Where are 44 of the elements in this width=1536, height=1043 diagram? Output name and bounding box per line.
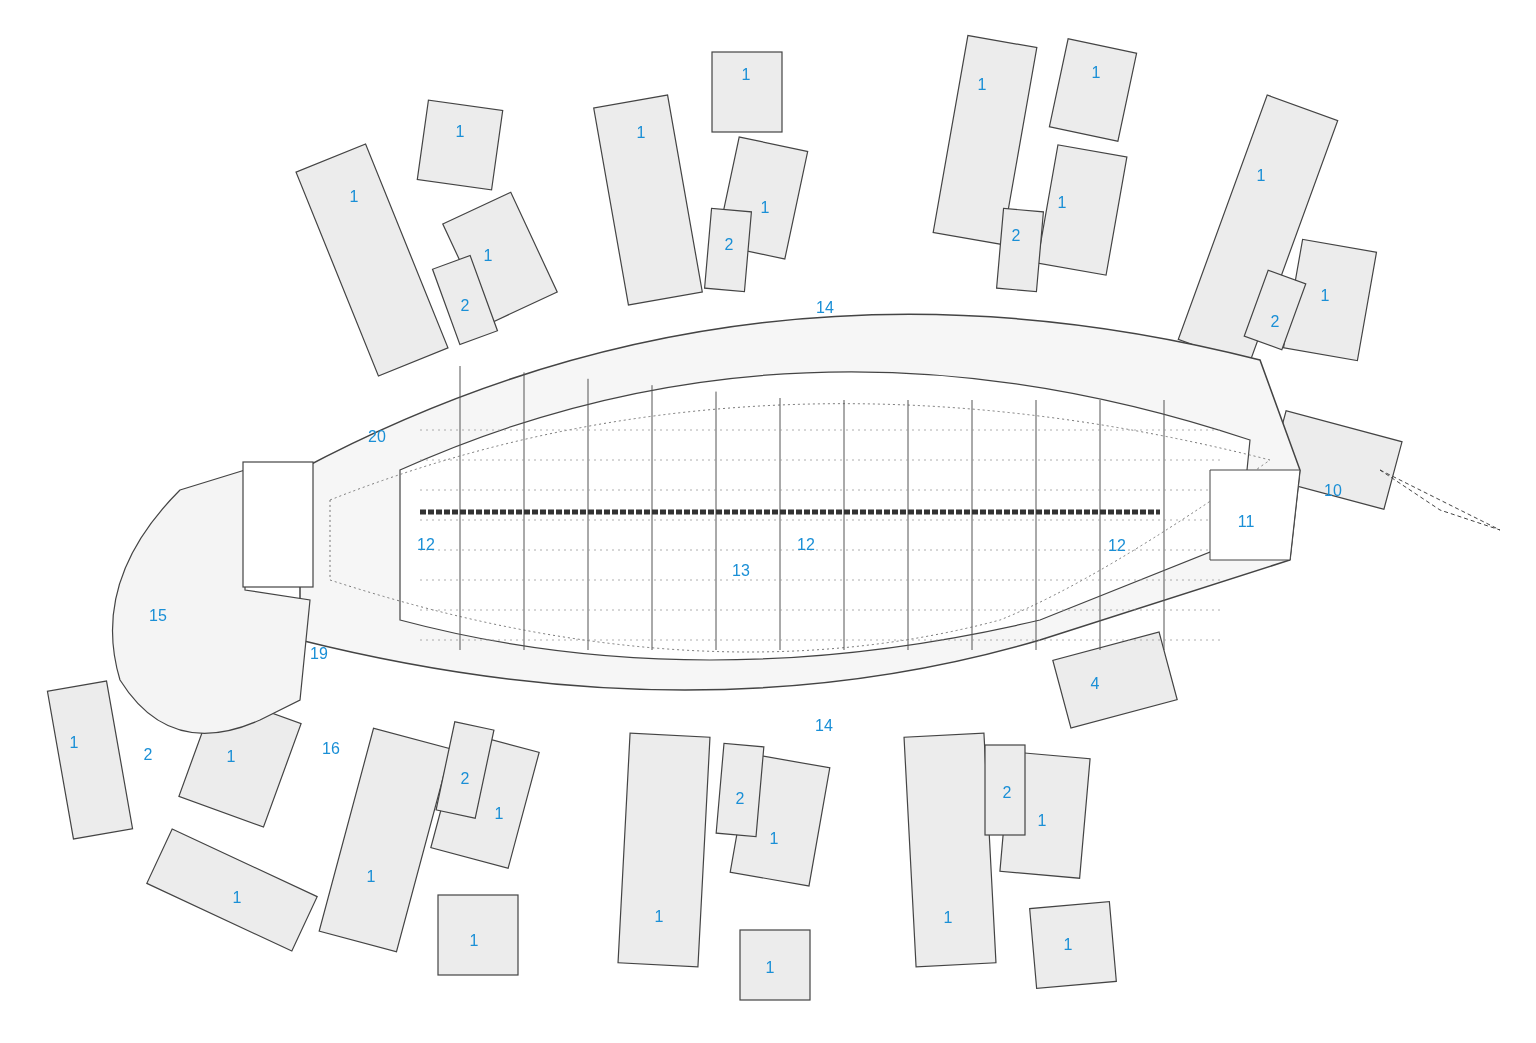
callout-number: 1 bbox=[654, 909, 664, 925]
callout-number: 11 bbox=[1237, 514, 1255, 530]
callout-number: 1 bbox=[226, 749, 236, 765]
callout-number: 1 bbox=[494, 806, 504, 822]
callout-number: 1 bbox=[455, 124, 465, 140]
callout-number: 1 bbox=[232, 890, 242, 906]
callout-number: 1 bbox=[636, 125, 646, 141]
callout-number: 1 bbox=[1057, 195, 1067, 211]
callout-number: 16 bbox=[322, 741, 340, 757]
callout-number: 1 bbox=[1037, 813, 1047, 829]
callout-number: 1 bbox=[1256, 168, 1266, 184]
callout-number: 1 bbox=[1063, 937, 1073, 953]
callout-number: 20 bbox=[368, 429, 386, 445]
callout-number: 10 bbox=[1324, 483, 1342, 499]
callout-number: 4 bbox=[1090, 676, 1100, 692]
callout-number: 12 bbox=[417, 537, 435, 553]
callout-number: 15 bbox=[149, 608, 167, 624]
callout-number: 12 bbox=[797, 537, 815, 553]
callout-number: 1 bbox=[765, 960, 775, 976]
callout-number: 1 bbox=[349, 189, 359, 205]
callout-number: 2 bbox=[1011, 228, 1021, 244]
callout-number: 19 bbox=[310, 646, 328, 662]
callout-number: 1 bbox=[1091, 65, 1101, 81]
callout-number: 1 bbox=[769, 831, 779, 847]
callout-number: 1 bbox=[977, 77, 987, 93]
callout-number: 14 bbox=[816, 300, 834, 316]
callout-number: 2 bbox=[460, 771, 470, 787]
callout-number: 2 bbox=[1002, 785, 1012, 801]
callout-number: 1 bbox=[1320, 288, 1330, 304]
callout-number: 1 bbox=[366, 869, 376, 885]
callout-number: 2 bbox=[724, 237, 734, 253]
callout-number: 2 bbox=[1270, 314, 1280, 330]
callout-number: 14 bbox=[815, 718, 833, 734]
callout-number: 1 bbox=[760, 200, 770, 216]
callout-number: 13 bbox=[732, 563, 750, 579]
callout-number: 1 bbox=[69, 735, 79, 751]
callout-number: 1 bbox=[469, 933, 479, 949]
callout-number: 2 bbox=[735, 791, 745, 807]
callout-number: 1 bbox=[483, 248, 493, 264]
callout-number: 2 bbox=[460, 298, 470, 314]
callout-number: 1 bbox=[943, 910, 953, 926]
callout-number: 1 bbox=[741, 67, 751, 83]
callout-number: 2 bbox=[143, 747, 153, 763]
callout-number: 12 bbox=[1108, 538, 1126, 554]
